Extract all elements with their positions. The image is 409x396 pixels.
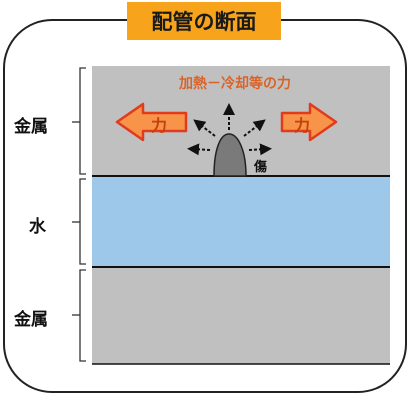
radiating-arrow-upright <box>243 119 266 137</box>
label-metal-bottom: 金属 <box>14 310 48 330</box>
metal-layer-bottom <box>92 267 390 364</box>
bracket-metal-top <box>79 67 86 175</box>
bracket-metal-bottom <box>79 269 86 362</box>
heat-cool-force-label: 加熱－冷却等の力 <box>179 76 291 92</box>
radiating-arrow-upleft <box>193 119 216 137</box>
radiating-arrow-right <box>248 143 272 156</box>
diagram-title: 配管の断面 <box>127 2 281 40</box>
damage-label: 傷 <box>254 160 268 175</box>
radiating-arrow-left <box>187 143 211 156</box>
force-arrow-left <box>115 102 188 142</box>
bracket-water <box>79 178 86 265</box>
label-metal-top: 金属 <box>14 117 48 137</box>
damage-bump <box>213 133 247 177</box>
water-layer <box>92 176 390 267</box>
force-label-left: 力 <box>151 116 168 135</box>
force-arrow-right <box>280 102 338 142</box>
force-label-right: 力 <box>294 116 311 135</box>
label-water: 水 <box>29 217 46 237</box>
